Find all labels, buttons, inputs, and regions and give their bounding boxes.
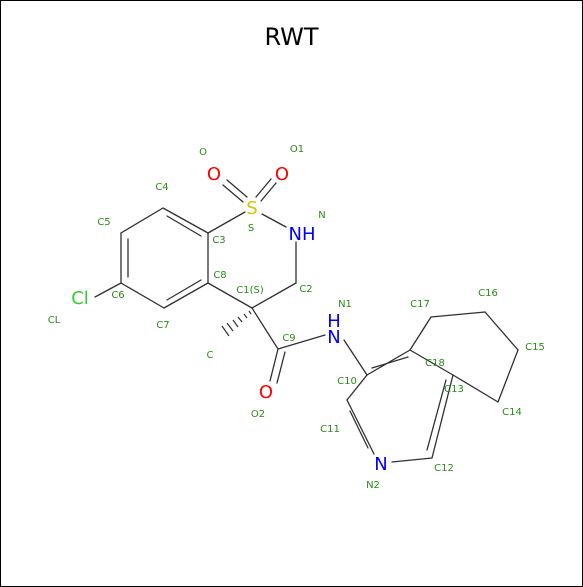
bond-c8-c7 xyxy=(163,282,209,309)
bond-n2-c11-inner xyxy=(349,410,369,449)
atom-label-n2: N2 xyxy=(366,480,380,491)
bond-c11-c10 xyxy=(346,374,368,401)
atom-label-c8: C8 xyxy=(213,270,226,281)
bond-c14-c13 xyxy=(452,374,499,403)
atom-label-c4: C4 xyxy=(155,182,168,193)
element-oxygen-b: O xyxy=(275,164,289,185)
bond-c9-o2 xyxy=(269,348,279,382)
atom-label-c1s: C1(S) xyxy=(236,285,264,296)
element-nitrogen-amide: N xyxy=(327,327,340,348)
atom-label-c15: C15 xyxy=(525,342,545,353)
atom-label-c5: C5 xyxy=(97,217,110,228)
bond-c9-o2-2 xyxy=(276,351,286,384)
atom-label-c9: C9 xyxy=(282,333,295,344)
atom-label-c13: C13 xyxy=(444,384,464,395)
bond-c16-c15 xyxy=(484,311,519,351)
atom-label-c14: C14 xyxy=(502,407,522,418)
bond-c5-c4 xyxy=(120,207,164,234)
bond-c18-c13 xyxy=(409,349,454,376)
element-chlorine: Cl xyxy=(71,288,89,309)
atom-label-n: N xyxy=(318,210,325,221)
element-oxygen-a: O xyxy=(207,164,221,185)
atom-label-c10: C10 xyxy=(337,376,357,387)
atom-label-c18: C18 xyxy=(425,358,445,369)
atom-label-o: O xyxy=(199,147,207,158)
atom-label-c3: C3 xyxy=(212,235,225,246)
element-hydrogen-amide: H xyxy=(327,311,341,332)
bond-c12-n2 xyxy=(391,457,433,463)
element-nh-ring: NH xyxy=(289,224,316,245)
bond-s-o-a-2 xyxy=(222,184,244,203)
bond-c3-s xyxy=(207,211,246,234)
atom-label-s: S xyxy=(248,223,254,234)
bond-c17-c16 xyxy=(430,311,486,318)
benzene-ring-bonds xyxy=(120,207,209,309)
pyridine-ring-bonds xyxy=(346,349,454,463)
bond-n1-c10 xyxy=(343,339,368,376)
bond-c13-c12 xyxy=(431,374,454,459)
bond-s-o-b-2 xyxy=(260,182,277,202)
bond-n2-c11 xyxy=(346,399,375,455)
bond-c13-c12-inner xyxy=(426,379,447,451)
methyl-hash-wedge xyxy=(221,310,252,337)
bond-c1-c8 xyxy=(207,282,253,309)
atom-label-c17: C17 xyxy=(410,299,430,310)
bond-s-n xyxy=(261,213,287,228)
atom-label-cl: CL xyxy=(48,315,61,326)
bond-c8-c7-inner xyxy=(166,279,202,301)
atom-label-n1: N1 xyxy=(338,299,352,310)
bond-c2-c1 xyxy=(251,282,297,309)
atom-label-c12: C12 xyxy=(434,463,454,474)
bond-c7-c6 xyxy=(120,282,165,309)
sulfonyl-bonds xyxy=(222,178,277,203)
bond-c4-c3 xyxy=(162,207,209,234)
molecule-title: RWT xyxy=(264,23,319,51)
atom-label-o2: O2 xyxy=(251,409,265,420)
atom-label-c11: C11 xyxy=(320,424,340,435)
element-sulfur: S xyxy=(246,198,257,219)
bond-c18-c17 xyxy=(409,316,432,351)
atom-label-c2: C2 xyxy=(299,284,312,295)
bond-s-o-b xyxy=(255,178,272,198)
bond-c6-cl xyxy=(94,282,122,298)
atom-label-o1: O1 xyxy=(290,144,304,155)
bond-c10-c18-inner xyxy=(371,356,409,369)
cyclohexene-ring-bonds xyxy=(409,311,519,403)
bond-c1-c9 xyxy=(251,307,279,350)
atom-label-c7: C7 xyxy=(156,320,169,331)
atom-label-c: C xyxy=(207,350,214,361)
bond-s-o-a xyxy=(226,179,248,198)
bond-c9-n1 xyxy=(277,334,326,350)
bond-c15-c14 xyxy=(497,349,519,403)
thiazine-ring-bonds xyxy=(207,211,297,309)
element-nitrogen-pyridine: N xyxy=(374,454,387,475)
element-oxygen-amide: O xyxy=(259,382,273,403)
atom-label-c6: C6 xyxy=(111,290,124,301)
atom-label-c16: C16 xyxy=(478,288,498,299)
bond-c4-c3-inner xyxy=(166,215,202,237)
